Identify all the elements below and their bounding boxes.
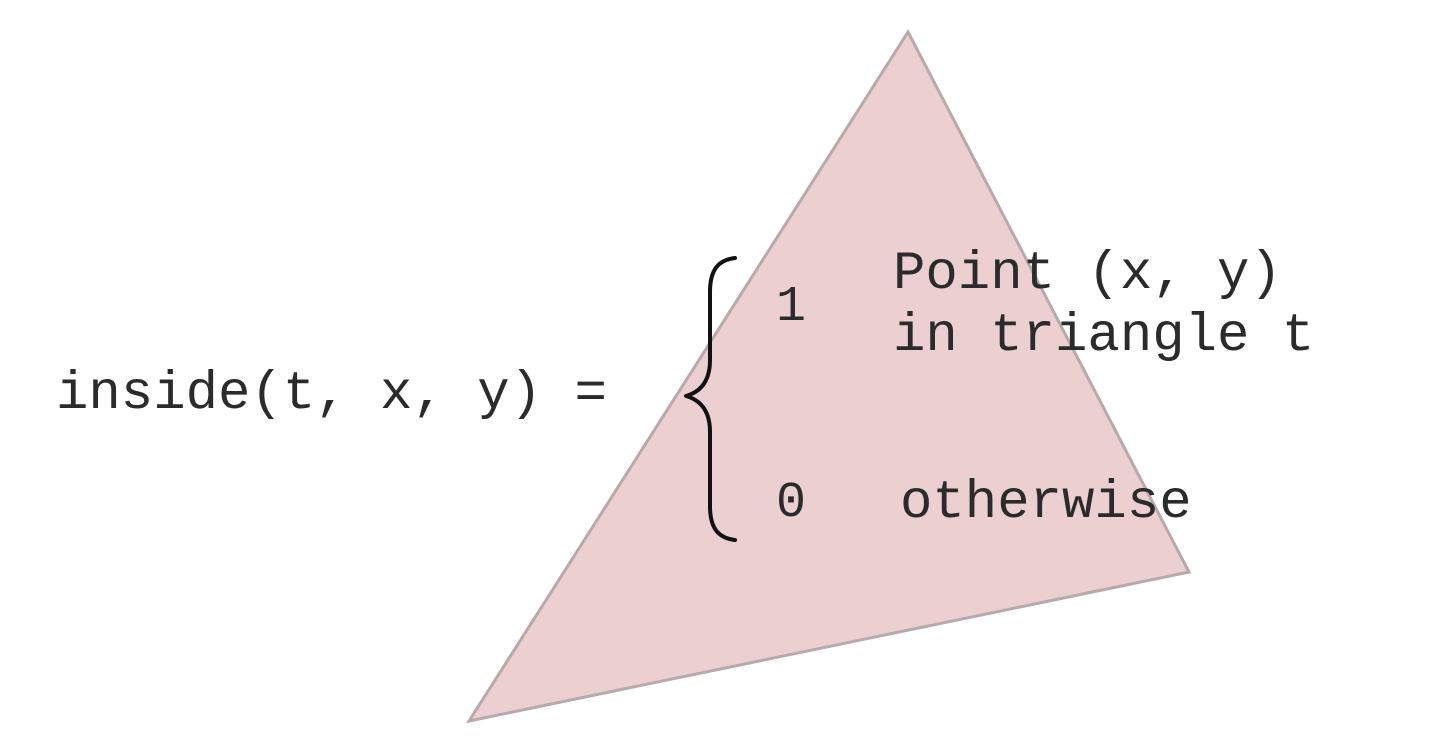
- case-condition-line-2: in triangle t: [893, 306, 1315, 367]
- case-condition-otherwise: otherwise: [900, 473, 1192, 534]
- left-curly-brace: [684, 256, 737, 542]
- triangle-shape: [465, 29, 1192, 724]
- case-value-zero: 0: [776, 475, 807, 532]
- case-condition-line-1: Point (x, y): [893, 244, 1282, 305]
- function-expression: inside(t, x, y) =: [56, 364, 607, 425]
- case-value-one: 1: [776, 279, 807, 336]
